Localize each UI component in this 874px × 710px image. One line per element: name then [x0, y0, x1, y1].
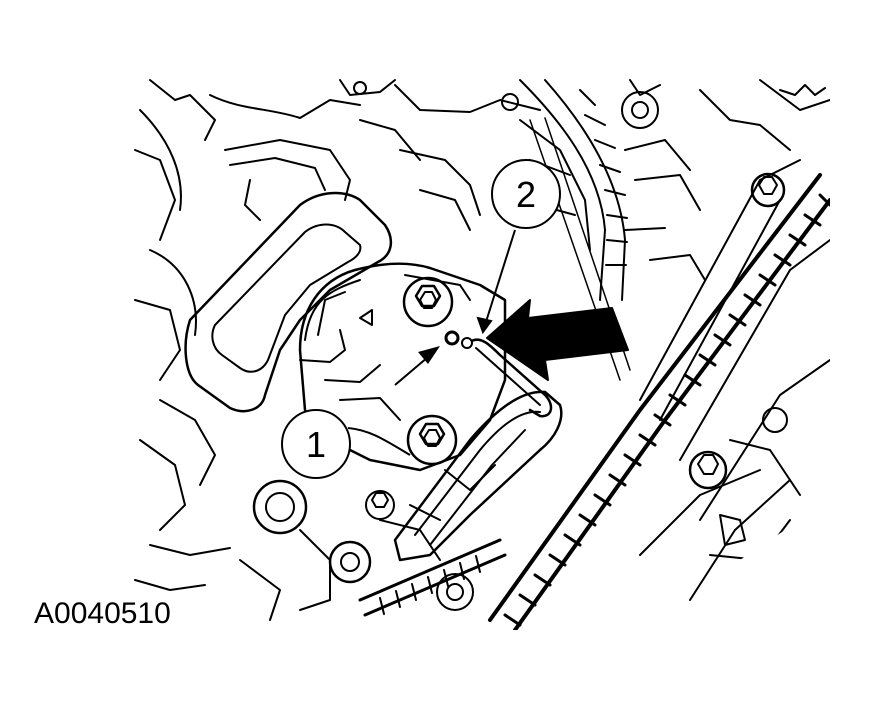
- tensioner-holding-pin: [461, 337, 553, 418]
- callout-1: 1: [281, 409, 351, 479]
- tensioner-bolt-lower: [406, 414, 458, 466]
- lower-chain: [358, 538, 507, 617]
- tensioner-pin-hole: [444, 330, 460, 346]
- figure-id: A0040510: [34, 597, 171, 630]
- tensioner-arm: [379, 390, 563, 562]
- timing-cover: [639, 79, 830, 601]
- cam-sprocket: [519, 79, 706, 301]
- callout-2: 2: [491, 159, 561, 229]
- large-solid-arrow-icon: [486, 299, 629, 381]
- callout-leaders: [347, 229, 516, 456]
- tensioner-bolt-upper: [402, 276, 454, 328]
- chain-tensioner: [298, 262, 507, 472]
- engine-block-outline: [134, 79, 541, 591]
- bracket-plate: [184, 191, 393, 413]
- timing-chain: [488, 117, 830, 630]
- callout-1-label: 1: [306, 424, 326, 465]
- callout-2-label: 2: [516, 174, 536, 215]
- small-pointer-arrow-icon: [394, 346, 440, 386]
- lower-fasteners: [239, 479, 474, 621]
